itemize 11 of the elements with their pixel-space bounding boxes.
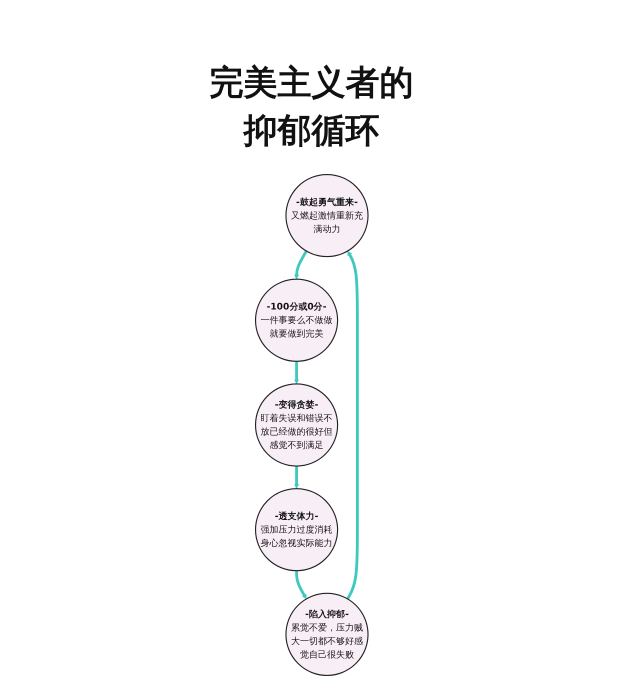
node-circle: -变得贪婪- 盯着失误和错误不放已经做的很好但感觉不到满足: [254, 384, 338, 467]
node-circle: -100分或0分- 一件事要么不做做就要做到完美: [254, 278, 338, 362]
arrow: [346, 251, 359, 600]
node-circle: -透支体力- 强加压力过度消耗身心忽视实际能力: [254, 488, 338, 572]
node-circle: -陷入抑郁- 累觉不爱，压力贼大一切都不够好感觉自己很失败: [285, 593, 368, 676]
arrow: [294, 570, 306, 600]
diagram-title: 完美主义者的抑郁循环: [208, 62, 414, 153]
arrow: [294, 466, 299, 490]
arrow: [294, 362, 299, 384]
arrow: [294, 250, 308, 280]
node-circle: -鼓起勇气重来- 又燃起激情重新充满动力: [285, 174, 368, 258]
